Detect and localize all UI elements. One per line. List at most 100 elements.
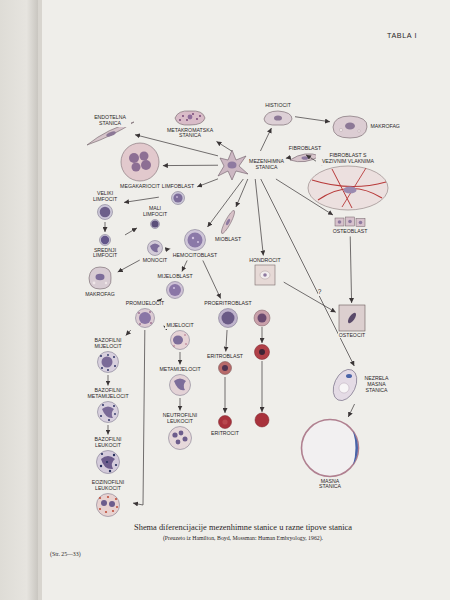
cell-node: MALI LIMFOCIT [138, 205, 172, 230]
myeloblast-cell-part [173, 287, 175, 289]
cell-label: MEZENHIMNA STANICA [246, 159, 288, 171]
hemocytoblast-cell [185, 230, 206, 251]
myelocyte-cell-part [171, 331, 190, 350]
promyelocyte-cell-part [149, 311, 151, 313]
proerythroblast-cell-part [219, 309, 238, 328]
cell-area [218, 308, 238, 328]
cell-label: LIMFOBLAST [161, 184, 195, 190]
basophil-leukocyte-cell-part [101, 456, 115, 469]
cell-area [174, 110, 206, 126]
arrow-connector [348, 404, 354, 417]
cell-area [339, 305, 365, 331]
erythroid-cells-part [259, 349, 265, 355]
cell-area [332, 115, 368, 139]
eosinophil-leukocyte-cell-part [99, 497, 101, 499]
basophil-leukocyte-cell-part [97, 451, 120, 474]
myelocyte-cell-part [173, 345, 174, 346]
osteoblast-cells-part [348, 220, 352, 224]
cell-label: SREDNJI LIMFOCIT [87, 248, 123, 260]
cell-area [99, 234, 111, 246]
osteocyte-cell [339, 305, 365, 331]
cell-label: OSTEOCIT [338, 333, 367, 339]
cell-node: OSTEOBLAST [331, 216, 370, 235]
metachromatic-cell-part [188, 115, 193, 120]
cell-area [96, 493, 120, 517]
eosinophil-leukocyte-cell-part [105, 511, 107, 513]
basophil-leukocyte-cell-part [100, 465, 102, 467]
neutrophil-cell-part [176, 440, 181, 445]
cell-area [255, 265, 275, 285]
cell-node: SREDNJI LIMFOCIT [86, 233, 124, 260]
metachromatic-cell-part [196, 118, 198, 120]
eosinophil-leukocyte-cell-part [107, 496, 109, 498]
arrow-connector [295, 117, 330, 122]
cell-node: ERITROBLAST [205, 353, 245, 376]
macrophage-cell-part [358, 130, 361, 133]
cell-area [220, 209, 236, 235]
cell-area [147, 240, 163, 256]
cell-label: PROERITROBLAST [203, 301, 252, 307]
arrow-connector [236, 179, 248, 207]
macrophage-cell-part [96, 274, 105, 280]
cell-node: MEZENHIMNA STANICA [219, 152, 289, 178]
basophil-metamyelocyte-cell [98, 402, 119, 423]
arrow-connector [182, 260, 187, 271]
fat-cell-part [353, 431, 358, 465]
arrow-connector [180, 352, 181, 365]
basophil-metamyelocyte-cell-part [102, 407, 114, 419]
erythrocyte-cell-part [222, 419, 227, 424]
cell-label: MIJELOCIT [165, 323, 194, 329]
basophil-metamyelocyte-cell-part [108, 419, 110, 421]
hemocytoblast-cell-part [192, 237, 194, 239]
basophil-metamyelocyte-cell-part [113, 405, 115, 407]
basophil-leukocyte-cell-part [109, 470, 111, 472]
macrophage-cell-part [333, 116, 367, 138]
eosinophil-leukocyte-cell [97, 494, 120, 517]
immature-fat-cell-part [329, 366, 362, 405]
cell-node: MAKROFAG [331, 114, 402, 140]
cell-label: HISTIOCIT [264, 103, 292, 109]
myoblast-cell-part [225, 218, 231, 225]
chondrocyte-cell-part [255, 265, 275, 285]
arrow-connector [207, 179, 243, 227]
cell-area [87, 128, 133, 142]
mesenchymal-cell-part [228, 161, 237, 168]
myeloblast-cell-part [167, 282, 184, 299]
source-note: (Preuzeto iz Hamilton, Boyd, Mossman: Hu… [43, 535, 443, 541]
cell-node: HISTIOCIT [262, 102, 294, 127]
lymphocyte-cells-part [173, 193, 182, 202]
basophil-myelocyte-cell-part [98, 352, 119, 373]
eosinophil-leukocyte-cell-part [97, 494, 120, 517]
macrophage-cell-part [105, 282, 107, 284]
fibroblast-with-fibres-part [308, 166, 388, 210]
monocyte-cell [148, 241, 163, 256]
cell-node: MIJELOCIT [164, 322, 195, 351]
fat-cell-part [302, 420, 359, 477]
cell-label: BAZOFILNI METAMIJELOCIT [82, 388, 134, 400]
promyelocyte-cell-part [150, 322, 152, 324]
arrow-connector [133, 330, 145, 505]
cell-area [97, 204, 113, 220]
cell-node: PROERITROBLAST [202, 300, 253, 329]
cell-area [263, 110, 293, 126]
cell-area [96, 450, 120, 474]
cell-node: ERITROCIT [209, 414, 241, 437]
macrophage-cell-part [89, 267, 111, 289]
basophil-leukocyte-cell [97, 451, 120, 474]
cell-node: MIJELOBLAST [155, 273, 194, 300]
basophil-myelocyte-cell-part [100, 355, 102, 357]
cell-node: HONDROCIT [247, 257, 282, 286]
arrow-connector [197, 179, 218, 187]
megakaryocyte-cell-part [129, 153, 139, 163]
arrow-connector [125, 228, 137, 235]
immature-fat-cell-part [339, 383, 349, 393]
cell-area [135, 308, 155, 328]
myelocyte-cell-part [173, 336, 183, 345]
page-reference: (Str. 25—33) [50, 551, 81, 557]
cell-area [120, 142, 160, 182]
cell-area [170, 330, 190, 350]
basophil-myelocyte-cell-part [102, 357, 113, 368]
erythroid-cells-part [254, 310, 270, 326]
